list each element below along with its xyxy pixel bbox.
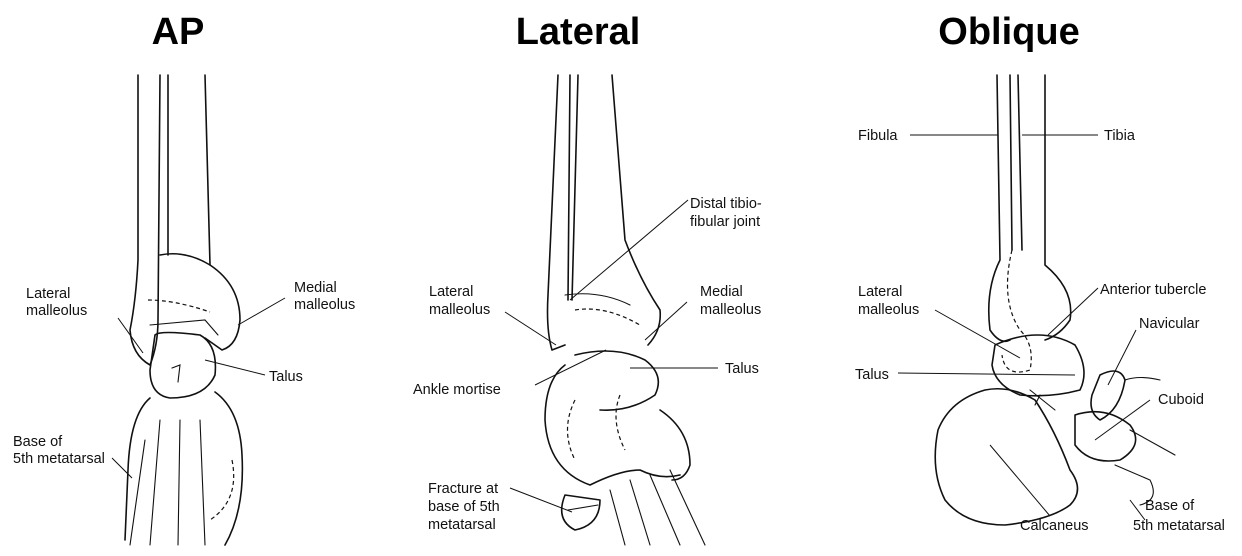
oblique-tibia-label: Tibia — [1104, 128, 1136, 144]
oblique-fibula-label: Fibula — [858, 128, 898, 144]
lateral-lateral-malleolus-label: Lateral malleolus — [429, 284, 490, 318]
oblique-anterior-tubercle-label: Anterior tubercle — [1100, 282, 1206, 298]
oblique-lateral-malleolus-label: Lateral malleolus — [858, 284, 919, 318]
lateral-talus-label: Talus — [725, 361, 759, 377]
oblique-bones-drawing — [935, 75, 1175, 525]
oblique-calcaneus-label: Calcaneus — [1020, 518, 1089, 534]
ap-leaders — [112, 298, 285, 478]
ap-lateral-malleolus-label: Lateral malleolus — [26, 286, 87, 319]
oblique-base-5th-metatarsal-label: Base of 5th metatarsal — [1133, 498, 1225, 534]
lateral-medial-malleolus-label: Medial malleolus — [700, 284, 761, 318]
lateral-panel: Lateral Distal tibi — [413, 11, 766, 545]
lateral-ankle-mortise-label: Ankle mortise — [413, 382, 501, 398]
lateral-fracture-label: Fracture at base of 5th metatarsal — [428, 481, 504, 533]
lateral-leaders — [505, 200, 718, 512]
ap-medial-malleolus-label: Medial malleolus — [294, 280, 355, 313]
lateral-bones-drawing — [545, 75, 705, 545]
oblique-cuboid-label: Cuboid — [1158, 392, 1204, 408]
lateral-distal-tibiofibular-joint-label: Distal tibio- fibular joint — [690, 196, 766, 230]
oblique-talus-label: Talus — [855, 367, 889, 383]
lateral-title: Lateral — [516, 11, 641, 53]
ap-panel: AP Lateral malleolus — [13, 11, 355, 545]
ap-bones-drawing — [125, 75, 242, 545]
oblique-title: Oblique — [938, 11, 1079, 53]
ap-base-5th-metatarsal-label: Base of 5th metatarsal — [13, 434, 105, 467]
oblique-navicular-label: Navicular — [1139, 316, 1200, 332]
oblique-panel: Oblique — [855, 11, 1225, 534]
ap-title: AP — [152, 11, 205, 53]
ap-talus-label: Talus — [269, 369, 303, 385]
